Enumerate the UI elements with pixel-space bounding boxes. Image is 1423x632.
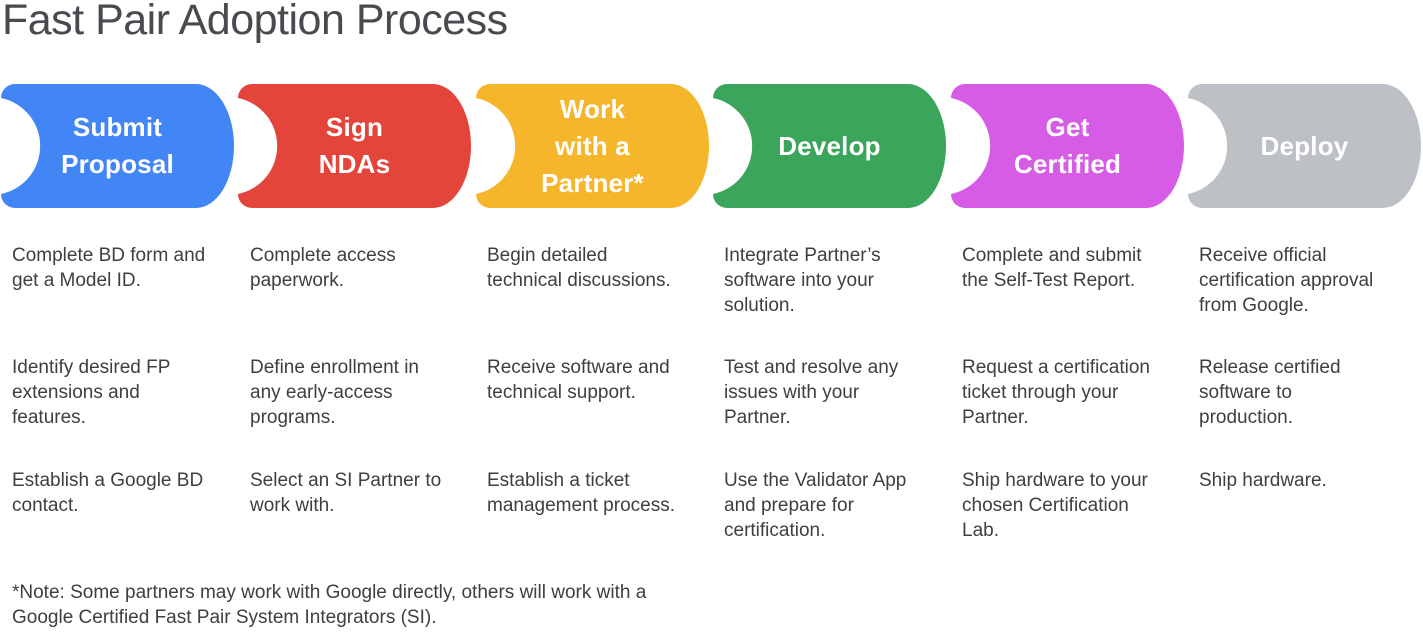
stage-deploy: Deploy xyxy=(1188,84,1421,208)
step-text: Receive software and technical support. xyxy=(487,357,670,403)
step-text: Request a certification ticket through y… xyxy=(962,357,1150,428)
step-text: Integrate Partner’s software into your s… xyxy=(724,245,881,316)
footnote: *Note: Some partners may work with Googl… xyxy=(12,582,647,628)
page-title: Fast Pair Adoption Process xyxy=(2,0,508,44)
stage-label: Develop xyxy=(778,130,881,161)
step-text: Select an SI Partner to work with. xyxy=(250,470,442,516)
stage-shape xyxy=(476,84,709,208)
step-text: Complete access paperwork. xyxy=(250,245,396,291)
step-text: Ship hardware to your chosen Certificati… xyxy=(962,470,1148,541)
step-text: Test and resolve any issues with your Pa… xyxy=(724,357,899,428)
stage-shape xyxy=(238,84,471,208)
step-text: Complete and submit the Self-Test Report… xyxy=(962,245,1142,291)
stage-shape xyxy=(951,84,1184,208)
step-text: Release certified software to production… xyxy=(1199,357,1341,428)
stage-sign-ndas: Sign NDAs xyxy=(238,84,471,208)
stage-shape xyxy=(1188,84,1421,208)
step-text: Receive official certification approval … xyxy=(1199,245,1374,316)
step-text: Ship hardware. xyxy=(1199,470,1327,491)
stage-label: Sign NDAs xyxy=(318,112,391,179)
stage-shape-path xyxy=(951,84,1184,208)
stage-shape-path xyxy=(713,84,946,208)
stage-shape-path xyxy=(1,84,234,208)
step-text: Establish a ticket management process. xyxy=(487,470,675,516)
stage-label: Get Certified xyxy=(1013,112,1122,179)
step-text: Complete BD form and get a Model ID. xyxy=(12,245,206,291)
step-text: Define enrollment in any early-access pr… xyxy=(250,357,419,428)
stage-shape-path xyxy=(238,84,471,208)
step-text: Use the Validator App and prepare for ce… xyxy=(724,470,907,541)
stage-label: Work with a Partner* xyxy=(541,93,644,198)
stage-submit-proposal: Submit Proposal xyxy=(1,84,234,208)
stage-shape-path xyxy=(476,84,709,208)
step-text: Establish a Google BD contact. xyxy=(12,470,204,516)
step-text: Identify desired FP extensions and featu… xyxy=(12,357,171,428)
stage-work-with-partner: Work with a Partner* xyxy=(476,84,709,208)
stage-label: Submit Proposal xyxy=(61,112,174,179)
stage-shape xyxy=(713,84,946,208)
stage-label: Deploy xyxy=(1260,130,1349,161)
stage-get-certified: Get Certified xyxy=(951,84,1184,208)
stage-shape-path xyxy=(1188,84,1421,208)
step-text: Begin detailed technical discussions. xyxy=(487,245,671,291)
stage-shape xyxy=(1,84,234,208)
stage-develop: Develop xyxy=(713,84,946,208)
